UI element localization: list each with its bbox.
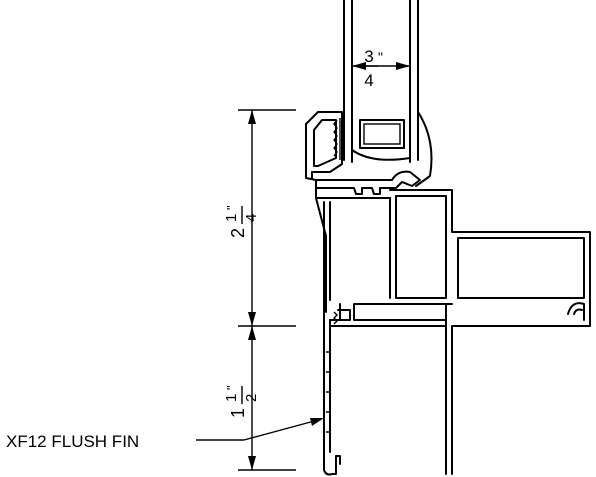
lower-height-denominator: 2	[243, 394, 260, 402]
glass-width-denominator: 4	[364, 71, 373, 90]
lower-height-whole: 1	[228, 408, 248, 418]
glass-width-numerator: 3	[364, 47, 373, 66]
lower-height-dimension: 1 1 2 "	[223, 326, 296, 471]
flush-fin-callout-label: XF12 FLUSH FIN	[6, 432, 139, 451]
upper-height-whole: 2	[228, 228, 248, 238]
frame-chambers	[339, 189, 591, 475]
lower-height-numerator: 1	[223, 394, 240, 402]
upper-height-dimension: 2 1 4 "	[223, 109, 296, 327]
frame-profile	[305, 111, 421, 313]
flush-fin	[323, 299, 447, 476]
upper-height-unit: "	[224, 205, 239, 210]
glass-width-unit: "	[378, 49, 383, 65]
flush-fin-callout: XF12 FLUSH FIN	[6, 418, 324, 451]
lower-height-unit: "	[224, 385, 239, 390]
upper-height-numerator: 1	[223, 214, 240, 222]
glass-spacer	[359, 119, 405, 149]
glass-width-dimension: 3 " 4	[352, 47, 410, 90]
upper-height-denominator: 4	[243, 214, 260, 222]
glass-unit	[343, 0, 419, 163]
